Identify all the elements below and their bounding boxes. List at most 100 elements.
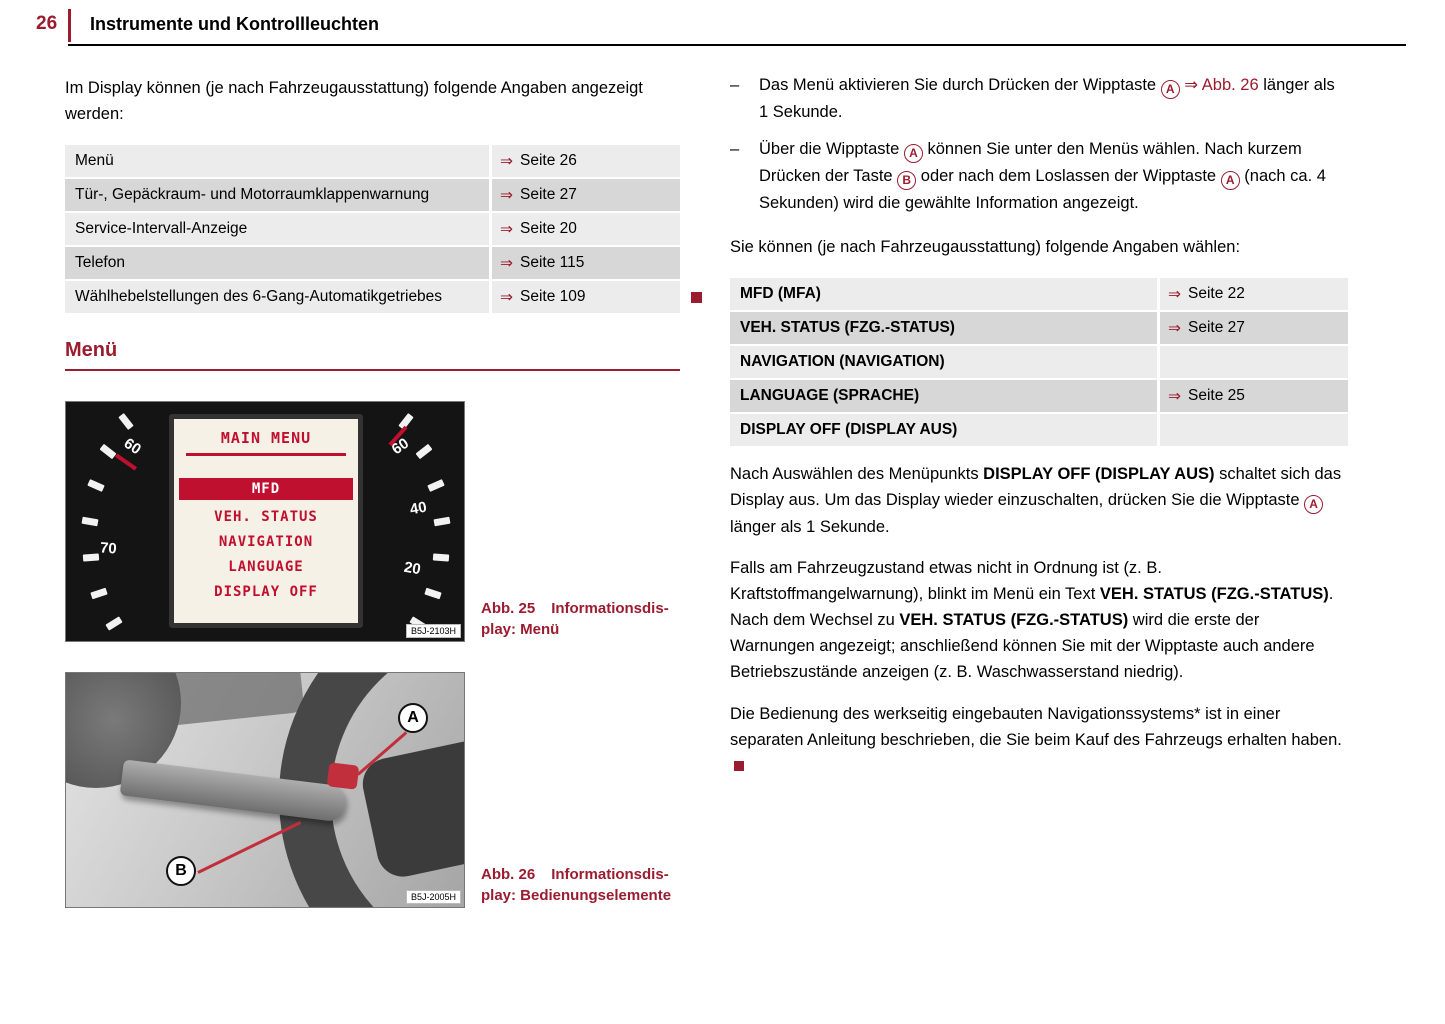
header-rule	[68, 44, 1406, 46]
rocker-button	[326, 762, 360, 790]
gauge-tick	[415, 443, 433, 460]
section-heading-rule	[65, 369, 680, 372]
figure-label: Abb. 26	[481, 866, 536, 884]
table-row: Wählhebelstellungen des 6-Gang-Automatik…	[65, 281, 680, 314]
figure-caption: Abb. 26 Informationsdis- play: Bedienungs…	[481, 864, 680, 908]
gauge-tick	[433, 516, 451, 527]
table-row: NAVIGATION (NAVIGATION)	[730, 346, 1348, 379]
display-rule	[186, 453, 346, 457]
arrow-right-icon: ⇒	[500, 254, 513, 272]
figure-25-row: 60 70 60 40 20 MAIN MENU MFD VEH. STATUS…	[65, 401, 680, 643]
menu-item: LANGUAGE	[228, 559, 304, 576]
table-row: VEH. STATUS (FZG.-STATUS) ⇒ Seite 27	[730, 312, 1348, 345]
table-row: Tür-, Gepäckraum- und Motorraumklappenwa…	[65, 179, 680, 212]
table-row: Service-Intervall-Anzeige ⇒ Seite 20	[65, 213, 680, 246]
gauge-tick	[105, 616, 123, 631]
table-row: DISPLAY OFF (DISPLAY AUS)	[730, 414, 1348, 447]
list-item: – Das Menü aktivieren Sie durch Drücken …	[730, 72, 1348, 125]
menu-item-selected: MFD	[179, 478, 353, 501]
arrow-right-icon: ⇒	[500, 186, 513, 204]
right-column: – Das Menü aktivieren Sie durch Drücken …	[730, 72, 1348, 779]
table-cell-label: VEH. STATUS (FZG.-STATUS)	[730, 312, 1157, 345]
display-title: MAIN MENU	[220, 429, 312, 448]
page-ref: Seite 22	[1188, 285, 1245, 303]
table-cell-page	[1160, 346, 1348, 379]
intro-paragraph: Im Display können (je nach Fahrzeugausst…	[65, 79, 643, 124]
dash-marker: –	[730, 76, 740, 94]
table-cell-label: Menü	[65, 145, 489, 178]
dash-marker: –	[730, 140, 740, 159]
paragraph: Die Bedienung des werkseitig eingebauten…	[730, 701, 1348, 779]
page-ref: Seite 27	[1188, 319, 1245, 337]
gauge-tick	[118, 413, 134, 431]
table-cell-label: Service-Intervall-Anzeige	[65, 213, 489, 246]
callout-a: A	[398, 703, 428, 734]
left-column: Im Display können (je nach Fahrzeugausst…	[65, 75, 702, 909]
gauge-tick	[87, 479, 105, 493]
list-item-text: Das Menü aktivieren Sie durch Drücken de…	[759, 76, 1335, 121]
table-cell-page: ⇒ Seite 20	[492, 213, 680, 246]
table-cell-label: LANGUAGE (SPRACHE)	[730, 380, 1157, 413]
paragraph: Falls am Fahrzeugzustand etwas nicht in …	[730, 559, 1334, 682]
figure-26-row: A B B5J-2005H Abb. 26 Informationsdis- pl…	[65, 672, 680, 909]
gauge-tick	[90, 587, 108, 600]
table-cell-page: ⇒ Seite 27	[1160, 312, 1348, 345]
section-heading-menu: Menü	[65, 339, 118, 362]
table-cell-page: ⇒ Seite 22	[1160, 278, 1348, 311]
table-cell-page: ⇒Seite 26	[492, 145, 680, 178]
table-cell-label: Telefon	[65, 247, 489, 280]
figure-caption-text: Informationsdis-	[551, 866, 669, 884]
table-cell-page: ⇒ Seite 25	[1160, 380, 1348, 413]
menu-item: NAVIGATION	[218, 534, 314, 551]
arrow-right-icon: ⇒	[500, 288, 513, 306]
page-ref: Seite 109	[520, 288, 586, 306]
gauge-number: 40	[408, 498, 429, 519]
select-intro-paragraph: Sie können (je nach Fahrzeugausstattung)…	[730, 238, 1241, 257]
page-ref: Seite 25	[1188, 387, 1245, 405]
arrow-right-icon: ⇒	[1168, 319, 1181, 337]
gauge-number: 70	[99, 539, 118, 558]
table-cell-page	[1160, 414, 1348, 447]
table-row: Telefon ⇒ Seite 115	[65, 247, 680, 280]
display-options-table: Menü ⇒Seite 26 Tür-, Gepäckraum- und Mot…	[65, 145, 702, 314]
gauge-tick	[81, 516, 99, 527]
gauge-tick	[99, 443, 117, 460]
callout-b: B	[166, 856, 196, 887]
table-cell-page: ⇒ Seite 27	[492, 179, 680, 212]
gauge-number: 20	[402, 558, 423, 579]
table-cell-page: ⇒ Seite 109	[492, 281, 680, 314]
table-cell-label: DISPLAY OFF (DISPLAY AUS)	[730, 414, 1157, 447]
list-item: – Über die Wipptaste A können Sie unter …	[730, 136, 1348, 216]
table-cell-page: ⇒ Seite 115	[492, 247, 680, 280]
figure-caption-text: Informationsdis-	[551, 600, 669, 618]
gauge-number: 60	[120, 434, 145, 459]
page-title: Instrumente und Kontrollleuchten	[90, 14, 380, 34]
table-row: MFD (MFA) ⇒Seite 22	[730, 278, 1348, 311]
page-ref: Seite 20	[520, 220, 577, 238]
page-number: 26	[36, 13, 58, 34]
figure-code: B5J-2005H	[405, 890, 461, 905]
arrow-right-icon: ⇒	[1168, 285, 1181, 303]
table-row: LANGUAGE (SPRACHE) ⇒ Seite 25	[730, 380, 1348, 413]
page-ref: Seite 27	[520, 186, 577, 204]
gauge-tick	[432, 553, 450, 562]
arrow-right-icon: ⇒	[500, 152, 513, 170]
gauge-tick	[424, 587, 442, 600]
arrow-right-icon: ⇒	[500, 220, 513, 238]
list-item-text: Über die Wipptaste A können Sie unter de…	[759, 140, 1326, 212]
menu-item: VEH. STATUS	[214, 509, 318, 526]
page-ref: Seite 115	[520, 254, 585, 272]
table-row: Menü ⇒Seite 26	[65, 145, 680, 178]
arrow-right-icon: ⇒	[1168, 387, 1181, 405]
display-panel: MAIN MENU MFD VEH. STATUS NAVIGATION LAN…	[169, 414, 363, 629]
figure-instrument-cluster: 60 70 60 40 20 MAIN MENU MFD VEH. STATUS…	[65, 401, 465, 643]
header-divider	[68, 9, 71, 42]
menu-item: DISPLAY OFF	[214, 584, 318, 601]
figure-code: B5J-2103H	[405, 624, 461, 639]
table-cell-label: Wählhebelstellungen des 6-Gang-Automatik…	[65, 281, 489, 314]
figure-caption-text: play: Bedienungselemente	[481, 887, 672, 905]
menu-options-table: MFD (MFA) ⇒Seite 22 VEH. STATUS (FZG.-ST…	[730, 278, 1348, 447]
figure-steering-column: A B B5J-2005H	[65, 672, 465, 909]
